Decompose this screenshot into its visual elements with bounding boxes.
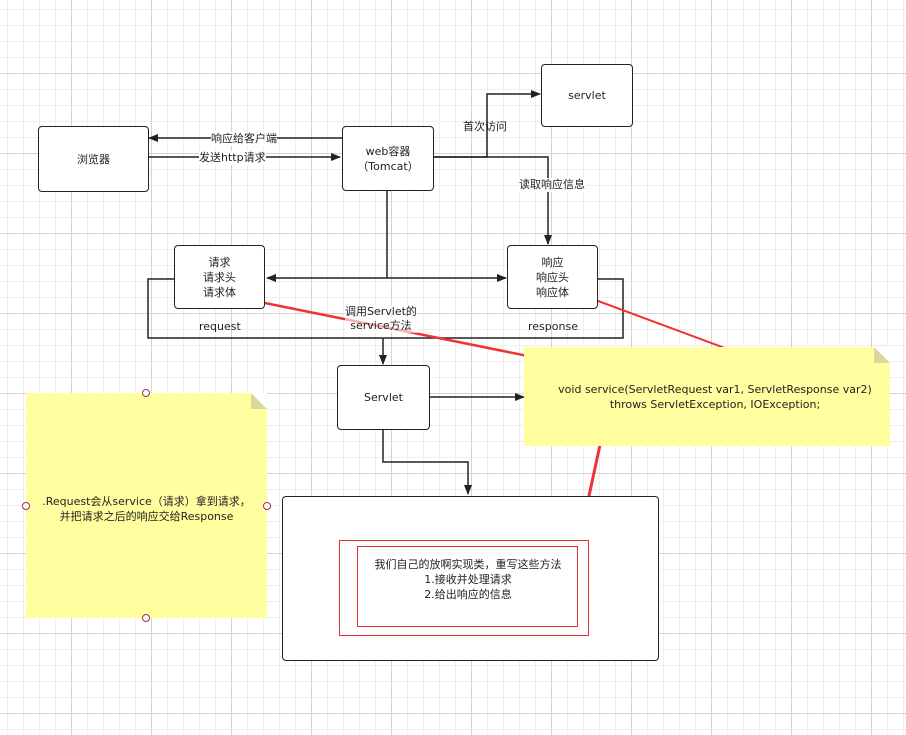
note-fold-left [251,393,267,409]
label-first-visit: 首次访问 [463,120,507,133]
servlet-top-label: servlet [568,89,606,102]
servlet-mid-node[interactable]: Servlet [337,365,430,430]
service-signature-text: void service(ServletRequest var1, Servle… [558,383,872,411]
label-call-service: 调用Servlet的 service方法 [345,305,417,333]
impl-red-frame-inner[interactable] [357,546,578,627]
request-explanation-text: .Request会从service（请求）拿到请求， 并把请求之后的响应交给Re… [42,495,251,523]
servlet-top-node[interactable]: servlet [541,64,633,127]
impl-red-frame-outer [339,540,589,636]
note-fold [874,347,890,363]
browser-node[interactable]: 浏览器 [38,126,149,192]
resize-handle-right[interactable] [263,502,271,510]
resize-handle-bottom[interactable] [142,614,150,622]
browser-label: 浏览器 [77,152,110,166]
edge-bracket [147,278,624,339]
response-node-label: 响应 响应头 响应体 [536,255,569,299]
response-node[interactable]: 响应 响应头 响应体 [507,245,598,309]
web-container-node[interactable]: web容器 （Tomcat） [342,126,434,191]
request-node[interactable]: 请求 请求头 请求体 [174,245,265,309]
resize-handle-left[interactable] [22,502,30,510]
servlet-mid-label: Servlet [364,391,403,404]
label-respond-to-client: 响应给客户端 [211,132,277,146]
request-explanation-note[interactable] [26,393,267,618]
request-node-label: 请求 请求头 请求体 [203,255,236,299]
label-read-response: 读取响应信息 [519,178,585,192]
label-request: request [199,320,241,333]
edge-read-response [434,156,552,245]
label-response: response [528,320,578,333]
impl-text: 我们自己的放啊实现类，重写这些方法 1.接收并处理请求 2.给出响应的信息 [374,558,562,601]
resize-handle-top[interactable] [142,389,150,397]
service-signature-note[interactable] [524,347,890,446]
edge-servlet-to-impl [382,430,472,495]
web-container-label: web容器 （Tomcat） [357,144,419,173]
label-send-http: 发送http请求 [199,151,266,165]
